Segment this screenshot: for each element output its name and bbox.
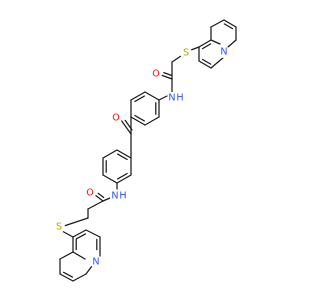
single-bond: [102, 174, 118, 184]
double-bond: [160, 74, 173, 80]
double-bond: [130, 91, 146, 101]
atom-oxygen-carbonyl-top: O: [152, 69, 160, 80]
atom-sulfur-bottom: S: [56, 222, 62, 233]
molecule-diagram: O N H S N O O N H S N: [53, 19, 237, 282]
atom-label-layer: O N H S N O O N H S N: [53, 46, 230, 268]
atom-oxygen-carbonyl-bottom: O: [86, 188, 94, 199]
double-bond-inner: [134, 114, 145, 122]
double-bond: [198, 39, 212, 48]
single-bond: [171, 55, 182, 63]
atom-hydrogen-amide-top: H: [176, 93, 183, 104]
atom-hydrogen-amide-bottom: H: [119, 191, 126, 202]
double-bond-inner: [117, 153, 128, 161]
double-bond: [130, 116, 146, 126]
single-bond: [102, 197, 111, 202]
atom-sulfur-top: S: [183, 48, 189, 59]
double-bond: [120, 119, 132, 135]
single-bond: [61, 230, 74, 238]
double-bond-inner: [201, 58, 212, 65]
single-bond: [227, 39, 237, 48]
single-bond: [210, 56, 225, 69]
double-bond-inner: [75, 233, 87, 240]
double-bond-inner: [163, 72, 172, 76]
double-bond-inner: [134, 95, 145, 103]
double-bond-inner: [223, 23, 234, 30]
double-bond-inner: [117, 172, 128, 180]
single-bond: [85, 265, 93, 275]
double-bond-inner: [62, 271, 74, 278]
structure-canvas: O N H S N O O N H S N: [53, 19, 237, 282]
single-bond: [144, 91, 160, 101]
single-bond: [158, 95, 168, 101]
double-bond: [116, 174, 132, 184]
single-bond: [72, 273, 87, 282]
double-bond: [72, 229, 87, 238]
single-bond: [210, 39, 221, 45]
single-bond: [72, 251, 86, 260]
atom-nitrogen-pyridine-top: N: [220, 47, 227, 58]
single-bond: [102, 149, 118, 159]
atom-oxygen-ketone: O: [112, 113, 120, 124]
bond-layer: [59, 19, 237, 282]
double-bond-inner: [124, 119, 133, 131]
double-bond: [198, 60, 212, 69]
single-bond: [210, 19, 225, 28]
atom-nitrogen-pyridine-bottom: N: [92, 257, 99, 268]
double-bond: [59, 273, 74, 282]
atom-nitrogen-amide-bottom: N: [111, 191, 118, 202]
double-bond: [223, 19, 237, 28]
double-bond: [94, 194, 104, 202]
single-bond: [87, 200, 104, 210]
single-bond: [85, 229, 101, 238]
double-bond-inner: [97, 192, 105, 199]
single-bond: [144, 116, 160, 126]
atom-nitrogen-amide-top: N: [168, 93, 175, 104]
single-bond: [63, 217, 89, 227]
double-bond: [116, 149, 132, 159]
single-bond: [59, 251, 74, 260]
single-bond: [190, 46, 200, 51]
double-bond-inner: [201, 43, 212, 50]
